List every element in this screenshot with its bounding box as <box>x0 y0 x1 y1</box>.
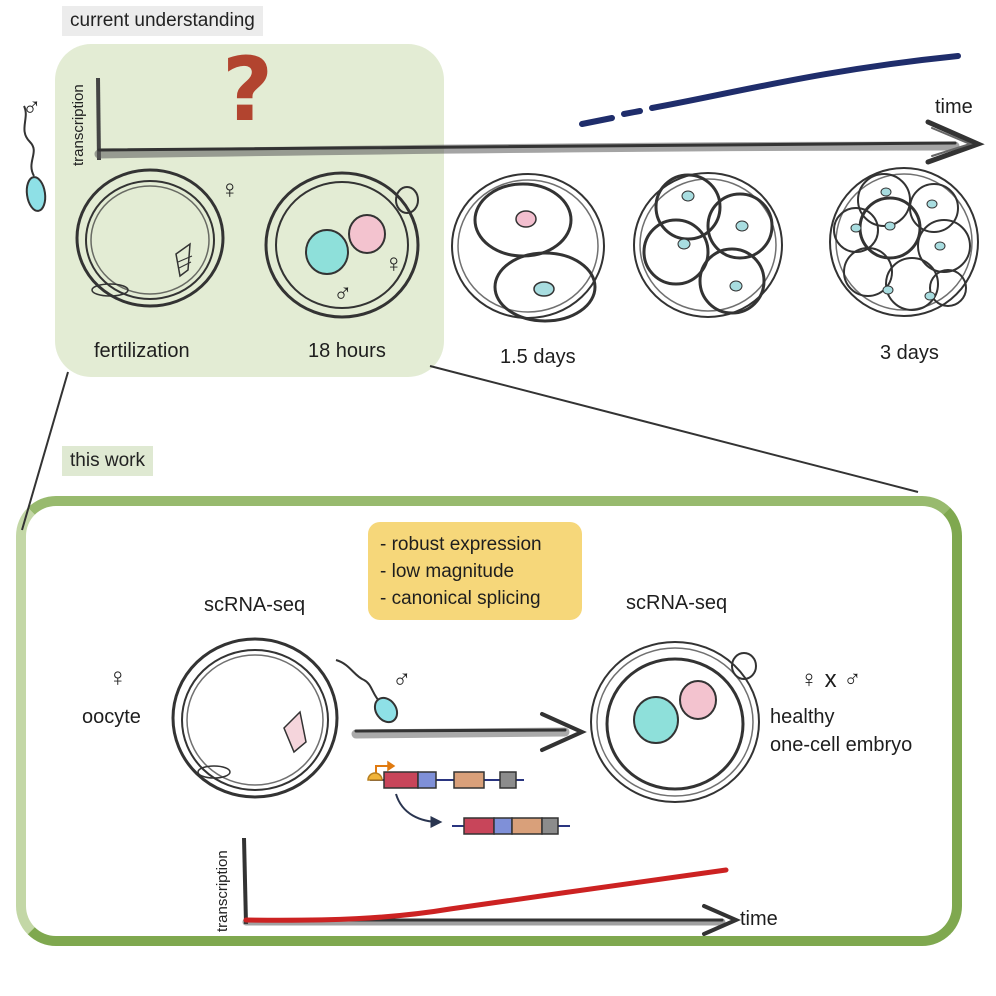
current-understanding-tag: current understanding <box>62 6 263 36</box>
two-cell-embryo <box>451 173 605 323</box>
female-symbol-18h: ♀ <box>384 248 404 278</box>
red-transcription-curve <box>243 867 729 923</box>
morula-embryo <box>829 167 979 317</box>
current-understanding-highlight <box>55 44 444 377</box>
findings-callout: - robust expression - low magnitude - ca… <box>368 522 582 620</box>
top-y-axis-label: transcription <box>70 84 87 166</box>
question-mark: ? <box>222 38 274 141</box>
cross-label: ♀ x ♂ <box>800 666 862 693</box>
oocyte-label: oocyte <box>82 706 141 728</box>
female-symbol-oocyte: ♀ <box>108 662 128 692</box>
male-symbol-sperm: ♂ <box>392 664 412 694</box>
this-work-tag: this work <box>62 446 153 476</box>
zoom-line-right <box>429 365 919 493</box>
this-work-frame <box>16 496 962 946</box>
left-method-label: scRNA-seq <box>204 594 306 616</box>
eighteen-hours-egg <box>264 171 420 319</box>
stage-label-18-hours: 18 hours <box>308 340 386 362</box>
bottom-y-axis-label: transcription <box>214 850 231 932</box>
spliced-transcript <box>452 817 570 835</box>
four-cell-embryo <box>633 172 783 318</box>
sperm-bottom <box>335 659 399 724</box>
bottom-process-arrow <box>351 712 587 752</box>
bottom-y-axis <box>242 837 248 925</box>
zoom-line-left <box>21 371 69 531</box>
right-method-label: scRNA-seq <box>626 592 728 614</box>
gene-structure <box>367 760 524 789</box>
female-symbol-fertilization: ♀ <box>220 174 240 204</box>
oocyte-cell <box>171 637 339 799</box>
one-cell-embryo-label: one-cell embryo <box>770 734 913 756</box>
stage-label-3-days: 3 days <box>880 342 939 364</box>
top-y-axis <box>96 77 101 161</box>
navy-transcription-curve <box>579 53 961 127</box>
one-cell-embryo <box>590 641 760 803</box>
healthy-label: healthy <box>770 706 835 728</box>
finding-canonical-splicing: - canonical splicing <box>380 588 541 609</box>
finding-low-magnitude: - low magnitude <box>380 561 515 582</box>
male-symbol-18h: ♂ <box>333 278 353 308</box>
top-time-arrow <box>94 119 985 165</box>
stage-label-1-5-days: 1.5 days <box>500 346 576 368</box>
bottom-x-axis-label: time <box>740 908 778 930</box>
top-x-axis-label: time <box>935 96 973 118</box>
male-symbol-top: ♂ <box>22 92 42 122</box>
splicing-arrow <box>395 793 443 828</box>
stage-label-fertilization: fertilization <box>94 340 190 362</box>
fertilization-egg <box>75 168 225 308</box>
finding-robust-expression: - robust expression <box>380 534 542 555</box>
sperm-top <box>23 105 47 212</box>
